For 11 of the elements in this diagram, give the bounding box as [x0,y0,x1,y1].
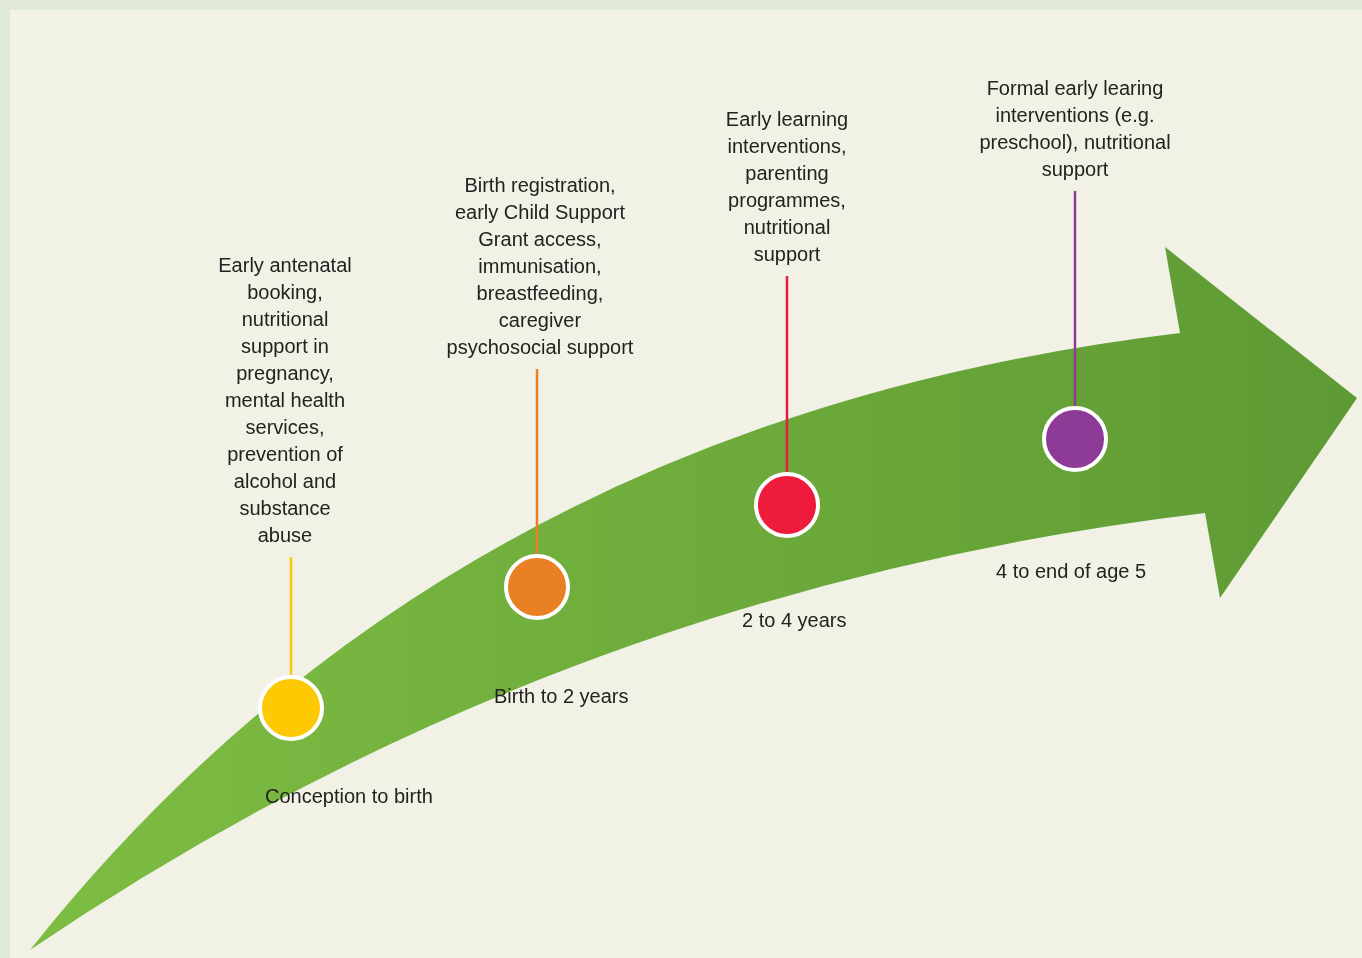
leader-line [785,276,789,472]
leader-line [1073,191,1077,406]
milestone-text: Early antenatal booking, nutritional support in pregnancy, mental health services, prevention of alcohol and substance abuse [210,252,360,549]
period-label: Birth to 2 years [494,685,629,708]
period-label: 2 to 4 years [742,609,847,632]
period-label: 4 to end of age 5 [996,560,1147,583]
milestone-text: Formal early learing interventions (e.g. preschool), nutritional support [960,75,1190,183]
leader-line [289,557,293,675]
milestone-text: Birth registration, early Child Support Grant access, immunisation, breastfeeding, caregiver psychosocial support [440,172,640,361]
milestone-text: Early learning interventions, parenting programmes, nutritional support [714,106,860,268]
leader-line [535,369,539,554]
